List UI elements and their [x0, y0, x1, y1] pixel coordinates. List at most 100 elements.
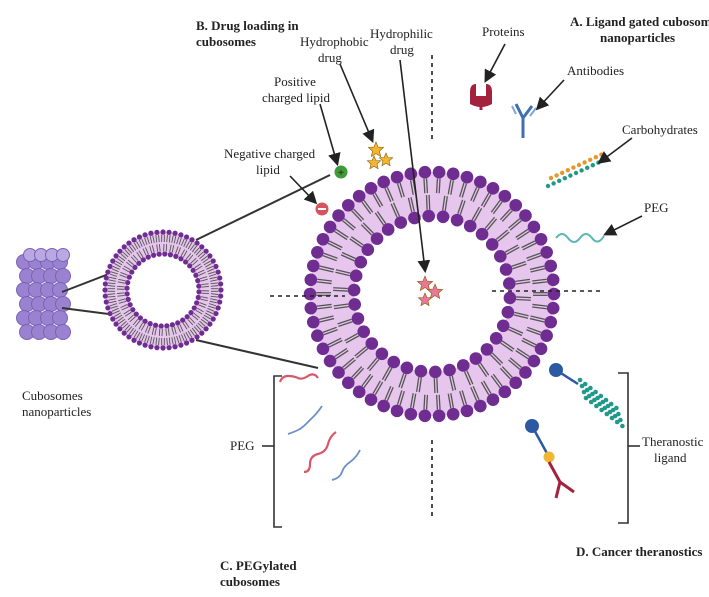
- lipid-head: [324, 355, 337, 368]
- lipid-head: [146, 255, 151, 260]
- lipid-head: [183, 259, 188, 264]
- membrane-band: [116, 243, 210, 337]
- arrow-hydrophilic: [400, 60, 425, 270]
- carbohydrate-bead: [568, 173, 572, 177]
- label-hydrophilic-2: drug: [390, 42, 414, 57]
- lipid-head: [166, 345, 171, 350]
- lipid-head: [184, 340, 189, 345]
- lipid-head: [138, 315, 143, 320]
- lipid-head: [342, 199, 355, 212]
- lipid-head: [196, 295, 201, 300]
- cubosome-cube: [17, 249, 71, 340]
- lipid-head: [154, 345, 159, 350]
- peg-chain: [304, 432, 336, 472]
- lipid-head: [447, 168, 460, 181]
- lipid-head: [353, 386, 366, 399]
- lipid-head: [105, 305, 110, 310]
- lipid-head: [194, 300, 199, 305]
- lipid-tail: [333, 288, 348, 289]
- lipid-head: [178, 343, 183, 348]
- carbohydrate-bead: [585, 166, 589, 170]
- hydrophilic-drug-star: [427, 284, 442, 299]
- lipid-head: [547, 274, 560, 287]
- carbohydrate-bead: [549, 176, 553, 180]
- label-proteins: Proteins: [482, 24, 525, 39]
- lipid-head: [199, 331, 204, 336]
- lipid-head: [476, 228, 489, 241]
- minus-sign: [318, 208, 326, 210]
- lipid-head: [547, 302, 560, 315]
- lipid-head: [127, 275, 132, 280]
- lipid-head: [125, 291, 130, 296]
- lipid-head: [540, 329, 553, 342]
- lipid-head: [151, 253, 156, 258]
- lipid-head: [130, 307, 135, 312]
- lipid-head: [548, 288, 561, 301]
- label-pegylated-2: cubosomes: [220, 574, 280, 589]
- lipid-head: [348, 284, 361, 297]
- lipid-head: [180, 318, 185, 323]
- lipid-head: [377, 176, 390, 189]
- lipid-head: [499, 190, 512, 203]
- lipid-tail: [439, 179, 440, 194]
- lipid-head: [175, 320, 180, 325]
- protein-shape: [470, 84, 492, 107]
- lipid-tail: [437, 395, 438, 410]
- lipid-head: [509, 199, 522, 212]
- lipid-head: [377, 400, 390, 413]
- lipid-head: [502, 306, 515, 319]
- label-hydrophobic: Hydrophobic: [300, 34, 369, 49]
- carbohydrate-bead: [560, 171, 564, 175]
- arrow-negative-lipid: [290, 176, 315, 202]
- lipid-head: [142, 343, 147, 348]
- label-theranostic-2: ligand: [654, 450, 687, 465]
- lipid-head: [419, 166, 432, 179]
- label-cancer-theranostics: D. Cancer theranostics: [576, 544, 703, 559]
- peg-chain: [556, 234, 604, 242]
- lipid-head: [494, 250, 507, 263]
- carbohydrate-bead: [579, 168, 583, 172]
- lipid-head: [540, 246, 553, 259]
- small-vesicle: [102, 229, 223, 350]
- lipid-head: [192, 305, 197, 310]
- lipid-head: [110, 316, 115, 321]
- lipid-head: [332, 366, 345, 379]
- lipid-head: [124, 286, 129, 291]
- lipid-head: [324, 221, 337, 234]
- lipid-head: [464, 220, 477, 233]
- lipid-head: [499, 386, 512, 399]
- lipid-head: [153, 323, 158, 328]
- lipid-head: [141, 257, 146, 262]
- lipid-head: [528, 355, 541, 368]
- carbohydrate-bead: [571, 165, 575, 169]
- lipid-head: [207, 253, 212, 258]
- cube-sphere: [56, 269, 71, 284]
- lipid-head: [216, 305, 221, 310]
- lipid-head: [519, 366, 532, 379]
- arrow-peg: [606, 216, 642, 234]
- lipid-head: [194, 334, 199, 339]
- cube-sphere: [56, 325, 71, 340]
- lipid-head: [159, 323, 164, 328]
- lipid-head: [196, 289, 201, 294]
- lipid-head: [104, 275, 109, 280]
- lipid-head: [342, 376, 355, 389]
- lipid-head: [154, 230, 159, 235]
- label-antibodies: Antibodies: [567, 63, 624, 78]
- lipid-head: [497, 319, 510, 332]
- lipid-head: [457, 359, 470, 372]
- lipid-head: [451, 214, 464, 227]
- theranostic-bead: [610, 416, 615, 421]
- lipid-head: [204, 326, 209, 331]
- lipid-head: [357, 325, 370, 338]
- lipid-head: [131, 237, 136, 242]
- hydrophilic-drug-star: [418, 293, 431, 306]
- theranostic-bead: [589, 400, 594, 405]
- lipid-head: [170, 322, 175, 327]
- lipid-head: [126, 297, 131, 302]
- carbohydrate-bead: [554, 173, 558, 177]
- lipid-head: [184, 234, 189, 239]
- lipid-head: [164, 323, 169, 328]
- lipid-tail: [516, 300, 531, 301]
- theranostic-bead: [615, 420, 620, 425]
